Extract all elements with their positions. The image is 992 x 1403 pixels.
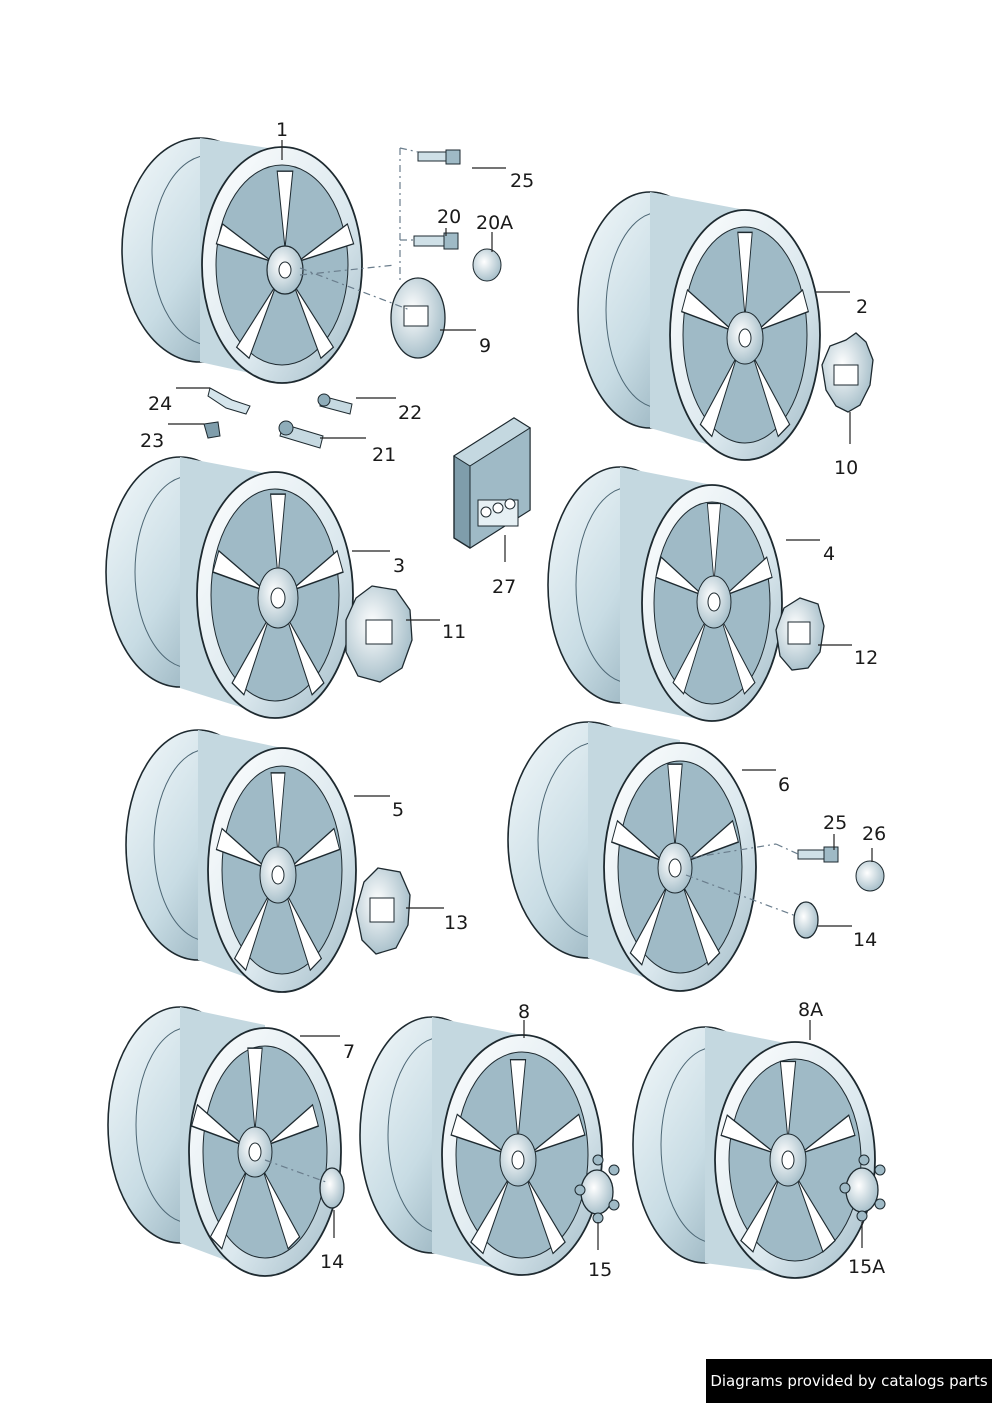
- hub-cap: [390, 277, 446, 359]
- wheel-4: [547, 466, 783, 722]
- wheel-3: [105, 456, 354, 719]
- hub-cap: [821, 332, 874, 413]
- assembly-line: [685, 843, 799, 917]
- valve-bracket: [207, 387, 251, 415]
- hub-cap: [345, 585, 413, 683]
- callout-26: 26: [862, 823, 886, 845]
- callout-1: 1: [276, 119, 288, 141]
- bolt-lock-kit: [453, 417, 531, 549]
- callout-13: 13: [444, 912, 468, 934]
- wheel-bolt: [417, 149, 461, 165]
- wheel-1: [121, 137, 363, 384]
- wheel-2: [577, 191, 821, 461]
- callout-10: 10: [834, 457, 858, 479]
- tyre-valve: [278, 420, 324, 449]
- wheel-8: [359, 1016, 603, 1276]
- centre-cap: [839, 1154, 886, 1222]
- valve-clip: [203, 421, 221, 439]
- callout-2: 2: [856, 296, 868, 318]
- callout-12: 12: [854, 647, 878, 669]
- callout-8: 8: [518, 1001, 530, 1023]
- wheel-8a: [632, 1026, 876, 1279]
- wheel-bolt: [797, 846, 839, 863]
- callout-20a: 20A: [476, 212, 513, 234]
- callout-7: 7: [343, 1041, 355, 1063]
- callout-8a: 8A: [798, 999, 823, 1021]
- callout-14b: 14: [320, 1251, 344, 1273]
- callout-21: 21: [372, 444, 396, 466]
- callout-24: 24: [148, 393, 172, 415]
- centre-cap: [793, 901, 819, 939]
- callout-22: 22: [398, 402, 422, 424]
- assembly-line: [264, 1159, 327, 1183]
- callout-15a: 15A: [848, 1256, 885, 1278]
- callout-3: 3: [393, 555, 405, 577]
- leader-lines: [168, 140, 873, 1250]
- callout-27: 27: [492, 576, 516, 598]
- tyre-valve: [317, 393, 353, 415]
- footer-credit: Diagrams provided by catalogs parts: [706, 1359, 992, 1403]
- callout-14: 14: [853, 929, 877, 951]
- callout-20: 20: [437, 206, 461, 228]
- bolt-cap: [472, 248, 502, 282]
- callout-25: 25: [510, 170, 534, 192]
- callout-labels: 1 25 20 20A 9 2 10 24 23 22 21 27 3 11 4…: [140, 119, 886, 1281]
- wheel-6: [507, 721, 757, 992]
- callout-6: 6: [778, 774, 790, 796]
- callout-25b: 25: [823, 812, 847, 834]
- callout-23: 23: [140, 430, 164, 452]
- callout-5: 5: [392, 799, 404, 821]
- callout-4: 4: [823, 543, 835, 565]
- callout-9: 9: [479, 335, 491, 357]
- wheel-7: [107, 1006, 342, 1277]
- hub-cap: [775, 597, 825, 671]
- bolt-cap: [855, 860, 885, 892]
- callout-15: 15: [588, 1259, 612, 1281]
- assembly-line: [299, 147, 419, 311]
- centre-cap: [319, 1167, 345, 1209]
- callout-11: 11: [442, 621, 466, 643]
- wheel-bolt: [413, 232, 459, 250]
- centre-cap: [574, 1154, 620, 1224]
- hub-cap: [355, 867, 411, 955]
- wheel-5: [125, 729, 357, 993]
